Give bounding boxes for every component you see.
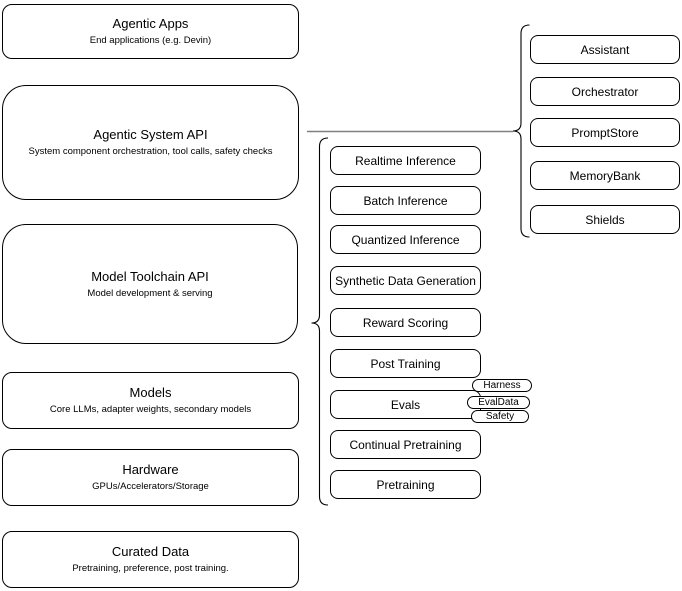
node-model-toolchain-api-subtitle: Model development & serving	[87, 287, 213, 299]
node-models: Models Core LLMs, adapter weights, secon…	[2, 372, 299, 429]
node-shields: Shields	[530, 205, 680, 234]
tag-evaldata: EvalData	[467, 396, 530, 409]
node-synthetic-data-generation: Synthetic Data Generation	[330, 266, 481, 295]
node-agentic-system-api-subtitle: System component orchestration, tool cal…	[28, 146, 273, 157]
node-memorybank: MemoryBank	[530, 161, 680, 190]
node-realtime-inference: Realtime Inference	[330, 146, 481, 175]
node-curated-data: Curated Data Pretraining, preference, po…	[2, 531, 299, 588]
node-continual-pretraining: Continual Pretraining	[330, 430, 481, 459]
node-curated-data-subtitle: Pretraining, preference, post training.	[72, 563, 229, 574]
node-pretraining: Pretraining	[330, 470, 481, 499]
node-model-toolchain-api-title: Model Toolchain API	[91, 268, 209, 284]
node-agentic-apps: Agentic Apps End applications (e.g. Devi…	[2, 4, 299, 59]
node-agentic-apps-subtitle: End applications (e.g. Devin)	[89, 35, 212, 46]
node-post-training: Post Training	[330, 349, 481, 378]
node-batch-inference: Batch Inference	[330, 186, 481, 215]
node-agentic-system-api-title: Agentic System API	[93, 127, 208, 142]
toolchain-group-brace	[311, 137, 329, 506]
node-agentic-apps-title: Agentic Apps	[112, 16, 189, 31]
node-hardware-title: Hardware	[122, 462, 179, 477]
node-hardware-subtitle: GPUs/Accelerators/Storage	[92, 481, 209, 492]
node-agentic-system-api: Agentic System API System component orch…	[2, 85, 299, 200]
tag-safety: Safety	[471, 410, 529, 423]
system-components-group-brace	[512, 24, 530, 238]
node-orchestrator: Orchestrator	[530, 77, 680, 106]
node-models-title: Models	[129, 385, 172, 400]
node-hardware: Hardware GPUs/Accelerators/Storage	[2, 449, 299, 506]
node-models-subtitle: Core LLMs, adapter weights, secondary mo…	[49, 404, 252, 415]
node-quantized-inference: Quantized Inference	[330, 225, 481, 254]
node-promptstore: PromptStore	[530, 118, 680, 147]
node-model-toolchain-api: Model Toolchain API Model development & …	[2, 224, 298, 344]
tag-harness: Harness	[472, 379, 532, 392]
node-curated-data-title: Curated Data	[111, 544, 190, 559]
node-assistant: Assistant	[530, 35, 680, 64]
node-reward-scoring: Reward Scoring	[330, 308, 481, 337]
node-evals: Evals	[330, 390, 481, 419]
